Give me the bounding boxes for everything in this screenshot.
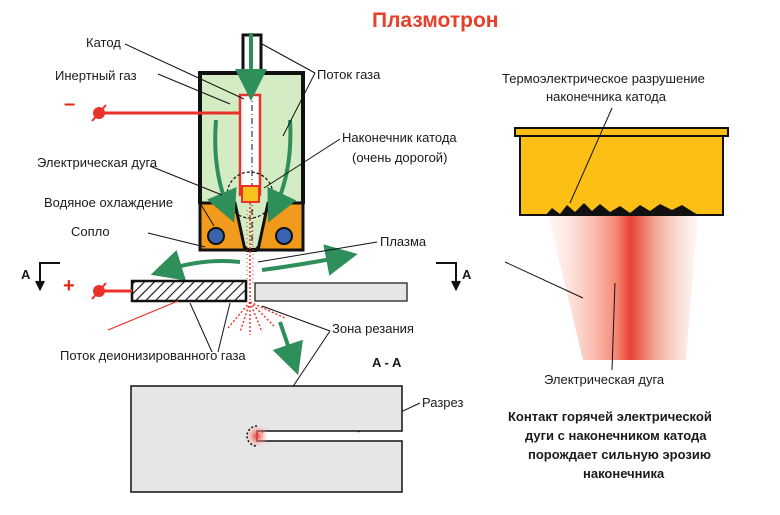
cut-hot-spot (245, 424, 269, 448)
water-channel-right (275, 227, 293, 245)
gas-arrow-down (272, 321, 303, 376)
gas-arrow-out-right (261, 244, 358, 276)
label-water-cooling: Водяное охлаждение (44, 195, 173, 210)
workpiece (130, 279, 408, 303)
cathode-rod (238, 93, 262, 197)
electric-wires (91, 104, 240, 331)
cutting-sparks (227, 301, 286, 335)
cathode-tip-cap (514, 127, 729, 137)
detail-erosion-line2: наконечника катода (546, 89, 667, 104)
detail-note-line2: дуги с наконечником катода (525, 428, 707, 443)
detail-erosion-line1: Термоэлектрическое разрушение (502, 71, 705, 86)
section-label-left: A (21, 267, 31, 282)
detail-arc-label: Электрическая дуга (544, 372, 665, 387)
label-electric-arc: Электрическая дуга (37, 155, 158, 170)
label-section-title: A - A (372, 355, 402, 370)
cathode-tip (241, 185, 260, 203)
cathode-tip-enlarged (519, 132, 724, 216)
terminal-negative-slash (91, 104, 107, 122)
gas-arrow-out-left (150, 250, 241, 281)
eroded-edge (545, 203, 700, 216)
workpiece-cut-part (130, 279, 248, 303)
detail-leaders (504, 107, 616, 371)
gas-arrow-right (267, 119, 297, 223)
red-pointer (107, 300, 179, 331)
section-mark-left (35, 262, 60, 292)
gas-flow-arrows (150, 33, 358, 376)
label-deionized-gas-flow: Поток деионизированного газа (60, 348, 246, 363)
label-plasma: Плазма (380, 234, 427, 249)
label-cathode: Катод (86, 35, 121, 50)
detail-note-line4: наконечника (583, 466, 665, 481)
water-channel-left (207, 227, 225, 245)
cathode-detail (514, 127, 729, 360)
label-cut: Разрез (422, 395, 463, 410)
sign-minus: – (64, 93, 75, 115)
label-inert-gas: Инертный газ (55, 68, 137, 83)
section-view (130, 385, 403, 493)
gas-arrow-left (207, 119, 237, 223)
section-label-right: A (462, 267, 472, 282)
label-cathode-tip-note: (очень дорогой) (352, 150, 447, 165)
terminal-positive-slash (91, 282, 107, 300)
section-mark-right (436, 262, 461, 292)
label-gas-flow: Поток газа (317, 67, 381, 82)
detail-note-line1: Контакт горячей электрической (508, 409, 712, 424)
sign-plus: + (63, 275, 75, 297)
leader-lines (124, 43, 421, 434)
workpiece-plate (254, 282, 408, 302)
label-nozzle: Сопло (71, 224, 110, 239)
detail-note-line3: порождает сильную эрозию (528, 447, 711, 462)
diagram-title: Плазмотрон (372, 9, 498, 32)
arc-plume (548, 214, 698, 360)
label-cutting-zone: Зона резания (332, 321, 414, 336)
label-cathode-tip: Наконечник катода (342, 130, 457, 145)
